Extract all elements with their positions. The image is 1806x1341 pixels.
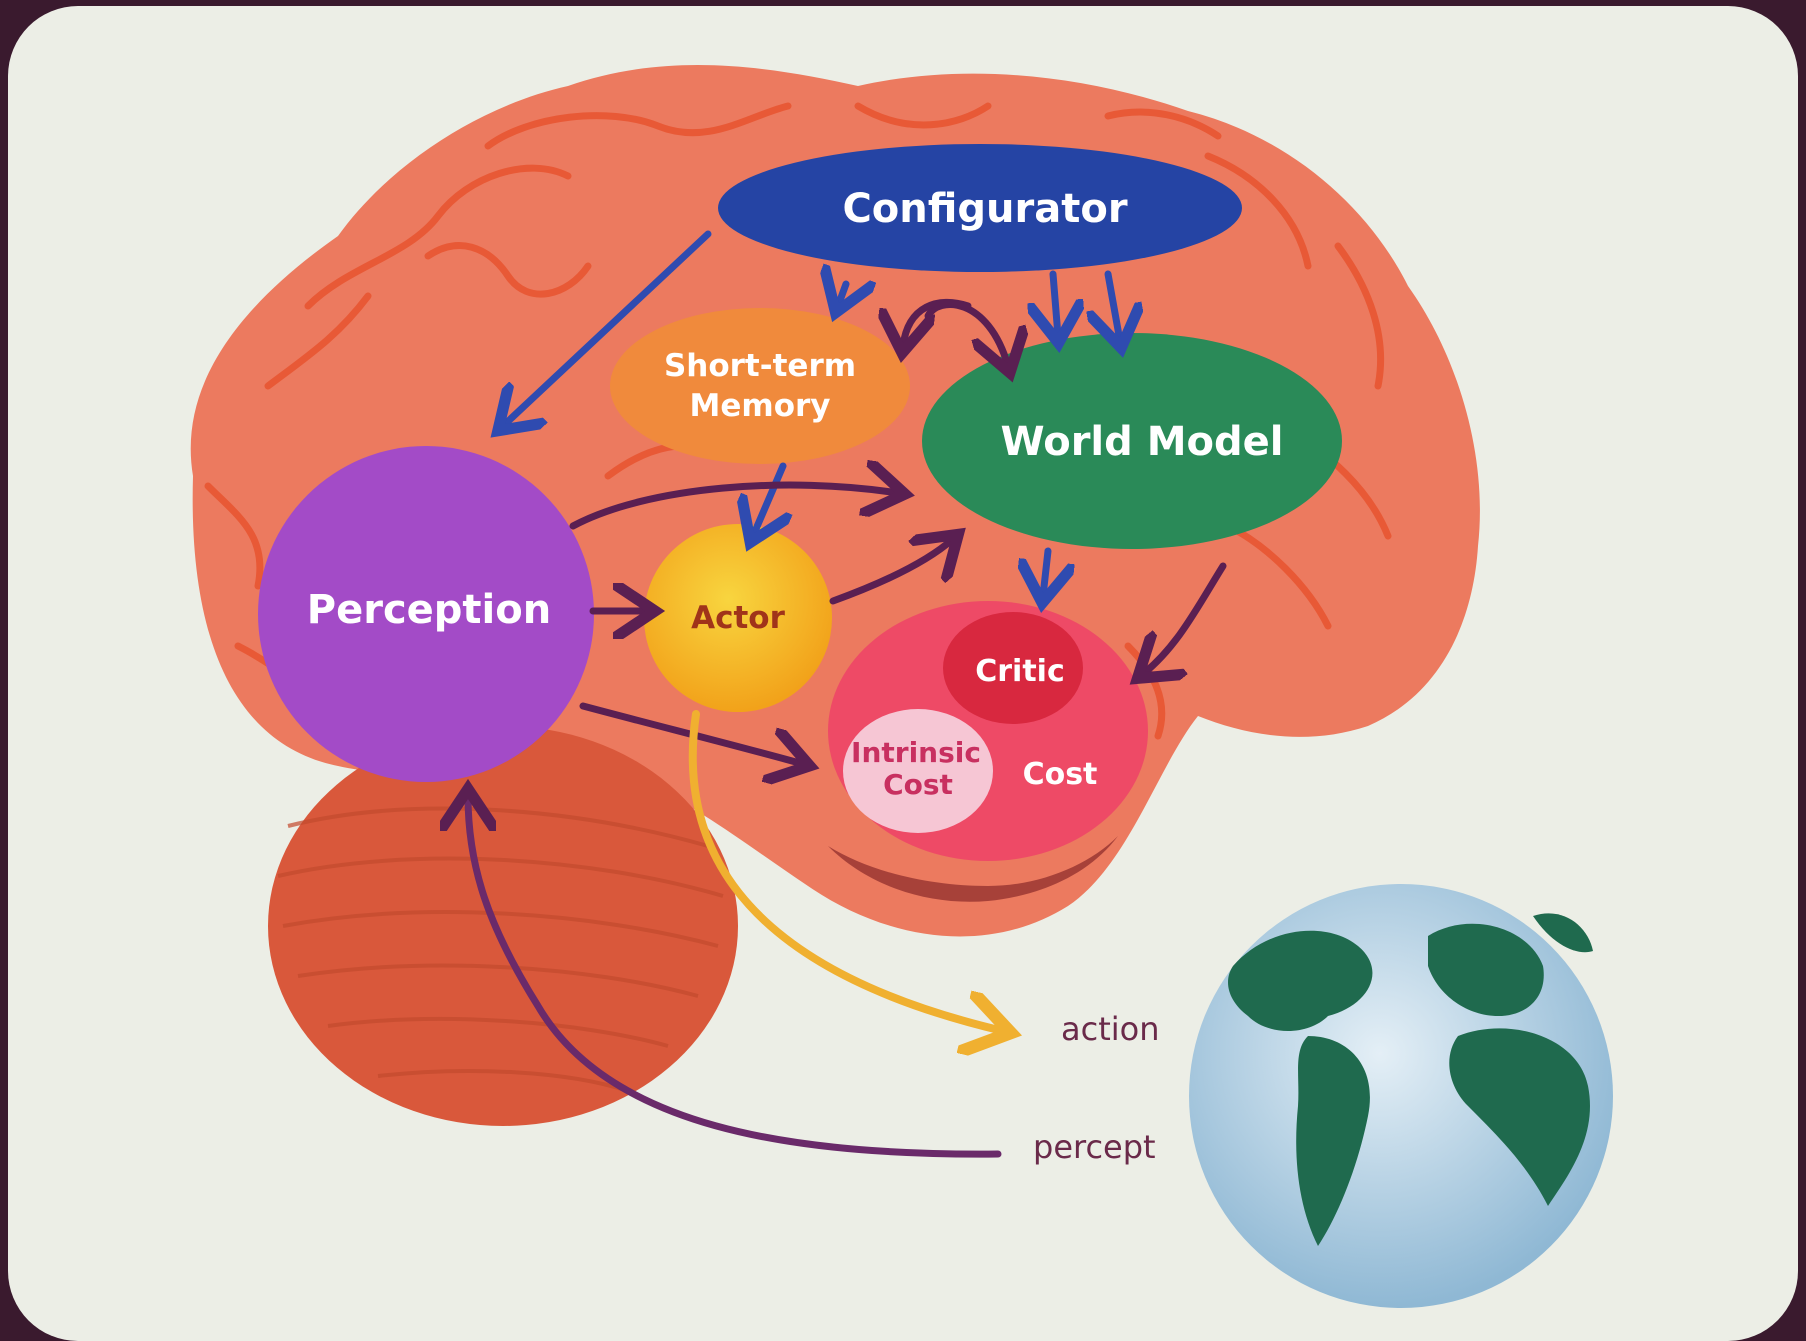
configurator-arrows — [503, 230, 1120, 596]
intrinsic-cost-ellipse — [843, 709, 993, 833]
short-term-memory-ellipse — [610, 308, 910, 464]
diagram-canvas: Critic Intrinsic Cost Cost Configurator … — [190, 65, 1613, 1308]
arrow-actor-to-world — [688, 710, 1003, 1031]
arrow-actor-to-world-model — [829, 539, 953, 605]
configurator-ellipse — [718, 144, 1242, 272]
arrow-configurator-to-perception — [503, 230, 712, 426]
perception-label: Perception — [307, 587, 551, 633]
cost-module: Critic Intrinsic Cost Cost — [828, 601, 1148, 861]
intrinsic-cost-label-line2: Cost — [883, 768, 953, 801]
configurator-label: Configurator — [842, 186, 1127, 232]
arrow-world-to-perception — [468, 796, 1002, 1158]
arrow-memory-to-actor — [753, 462, 783, 536]
slide: Critic Intrinsic Cost Cost Configurator … — [8, 6, 1798, 1341]
arrow-configurator-to-world-model-2 — [1053, 270, 1058, 336]
world-model-ellipse — [922, 333, 1342, 549]
arrow-world-model-to-cost — [1143, 562, 1227, 674]
earth-globe — [1189, 884, 1613, 1308]
critic-ellipse — [943, 612, 1083, 724]
world-model-label: World Model — [1001, 419, 1284, 465]
short-term-memory-label-line2: Memory — [690, 388, 831, 424]
cerebellum-shape — [268, 726, 738, 1126]
arrow-perception-to-world-model — [569, 485, 898, 530]
percept-label: percept — [1033, 1128, 1156, 1166]
perception-circle — [258, 446, 594, 782]
arrow-world-model-to-memory — [903, 298, 972, 346]
intrinsic-cost-label-line1: Intrinsic — [851, 736, 981, 769]
cost-label: Cost — [1023, 757, 1098, 792]
action-label: action — [1061, 1010, 1160, 1048]
actor-label: Actor — [691, 600, 785, 636]
short-term-memory-label-line1: Short-term — [664, 348, 856, 384]
actor-circle — [644, 524, 832, 712]
critic-label: Critic — [975, 654, 1065, 689]
arrow-world-model-to-critic — [1043, 547, 1048, 596]
arrow-configurator-to-world-model — [1108, 270, 1120, 341]
earth-continents — [1228, 913, 1593, 1246]
arrow-configurator-to-memory — [838, 284, 846, 306]
brainstem-shadow — [828, 836, 1118, 902]
brain-folds — [204, 102, 1392, 740]
